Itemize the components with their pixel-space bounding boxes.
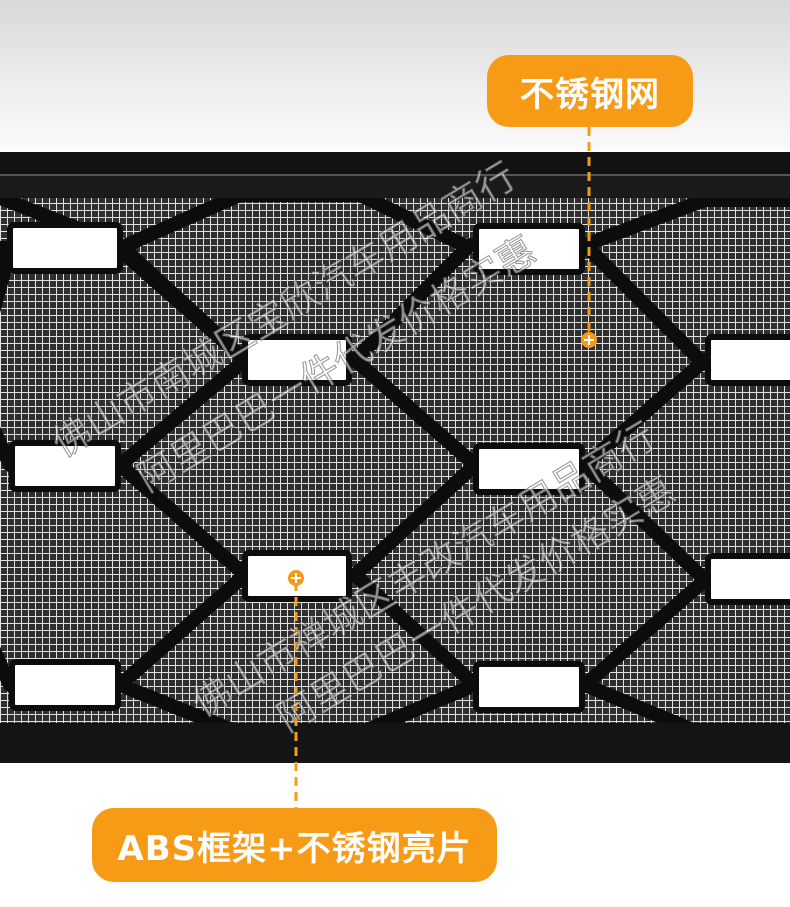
plate xyxy=(242,334,352,386)
plate xyxy=(705,553,790,605)
plate xyxy=(7,222,123,274)
plate xyxy=(9,659,121,711)
mesh-area xyxy=(0,198,790,723)
frame-bottom-edge xyxy=(0,723,790,763)
plate xyxy=(473,223,585,275)
leader-lines xyxy=(294,127,591,808)
leader-markers xyxy=(288,332,597,586)
plate xyxy=(9,440,121,492)
stainless-mesh-label: 不锈钢网 xyxy=(487,55,693,127)
plate xyxy=(473,443,585,495)
plate xyxy=(705,334,790,386)
abs-frame-label: ABS框架+不锈钢亮片 xyxy=(92,808,497,882)
plate xyxy=(473,661,585,713)
